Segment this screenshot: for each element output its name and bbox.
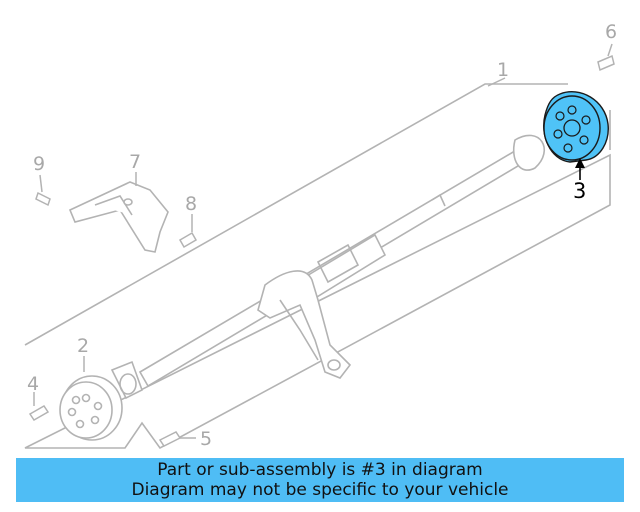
bolt-9 [35,191,51,207]
banner-line-disclaimer: Diagram may not be specific to your vehi… [131,480,509,500]
callout-5[interactable]: 5 [200,428,212,450]
bolt-5 [158,431,182,447]
heat-shield [68,181,169,253]
callout-7[interactable]: 7 [129,151,141,173]
callout-3[interactable]: 3 [573,179,586,203]
callout-2[interactable]: 2 [77,335,89,357]
callout-9[interactable]: 9 [33,153,45,175]
assembly-boundary [24,83,611,450]
bolt-6 [597,54,615,72]
callout-6[interactable]: 6 [605,21,617,43]
info-banner: Part or sub-assembly is #3 in diagram Di… [16,458,624,502]
flex-coupling-front [59,375,123,441]
drive-shaft [110,134,546,400]
callout-8[interactable]: 8 [185,193,197,215]
banner-line-part: Part or sub-assembly is #3 in diagram [157,460,483,480]
leader-lines [33,43,613,439]
callout-3-arrow [575,158,585,180]
bolt-4 [28,405,50,421]
callout-4[interactable]: 4 [27,373,39,395]
callout-1[interactable]: 1 [497,59,509,81]
flex-coupling-rear-highlight[interactable] [543,91,609,163]
bolt-8 [178,231,198,249]
